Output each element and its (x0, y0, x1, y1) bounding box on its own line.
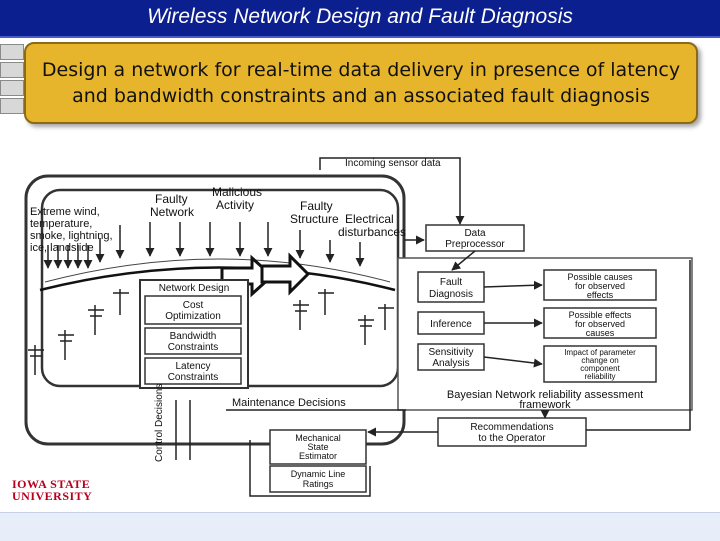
callout-box: Design a network for real-time data deli… (24, 42, 698, 124)
latency-constraints-box (144, 357, 242, 385)
cost-optimization-label: Cost (183, 300, 204, 311)
incoming-sensor-data-label: Incoming sensor data (345, 158, 441, 169)
transmission-line (39, 266, 396, 292)
mechanical-state-label: Estimator (299, 451, 337, 461)
env-arrow-group (43, 222, 365, 269)
mechanical-state-label: Mechanical (295, 433, 341, 443)
data-preprocessor-label: Preprocessor (445, 239, 505, 250)
edge-tab (0, 98, 24, 114)
env-label: ice, landslide (30, 242, 94, 254)
network-design-header: Network Design (159, 283, 230, 294)
left-edge-tabs (0, 44, 24, 116)
control-decisions-label: Control Decisions (154, 384, 165, 462)
electrical-disturbances-label: Electrical (345, 212, 394, 226)
impact-parameter-box (543, 345, 657, 383)
faulty-structure-label: Structure (290, 212, 339, 226)
possible-causes-label: Possible causes (567, 272, 633, 282)
bayesian-framework-label: Bayesian Network reliability assessment (447, 389, 643, 401)
impact-parameter-label: Impact of parameter (564, 348, 636, 357)
fault-diagnosis-label: Fault (440, 277, 462, 288)
impact-parameter-label: change on (581, 356, 618, 365)
logo-line: UNIVERSITY (12, 489, 93, 503)
sensitivity-analysis-label: Analysis (432, 358, 469, 369)
possible-effects-box (543, 307, 657, 339)
env-label: Extreme wind, (30, 206, 100, 218)
electrical-disturbances-label: disturbances (338, 225, 406, 239)
edge-tab (0, 62, 24, 78)
sensitivity-analysis-box (417, 343, 485, 371)
logo-line: IOWA STATE (12, 477, 91, 491)
bandwidth-constraints-label: Constraints (168, 342, 219, 353)
possible-effects-label: Possible effects (569, 310, 632, 320)
output-arrow-group (319, 157, 543, 368)
malicious-activity-label: Activity (216, 198, 254, 212)
recommendations-label: to the Operator (478, 433, 546, 444)
bandwidth-constraints-box (144, 327, 242, 355)
env-label: smoke, lightning, (30, 230, 113, 242)
fault-diagnosis-box (417, 271, 485, 303)
edge-tab (0, 44, 24, 60)
feedback-line-group (175, 260, 691, 497)
env-labels: Extreme wind, temperature, smoke, lightn… (30, 206, 113, 254)
dynamic-line-ratings-label: Dynamic Line (291, 469, 346, 479)
maintenance-decisions-label: Maintenance Decisions (232, 397, 346, 409)
tower-group (28, 289, 394, 375)
latency-constraints-label: Constraints (168, 372, 219, 383)
malicious-activity-label: Malicious (212, 185, 262, 199)
possible-effects-label: causes (586, 328, 615, 338)
bayesian-framework-label: framework (519, 399, 571, 411)
bandwidth-constraints-label: Bandwidth (170, 331, 217, 342)
impact-parameter-label: component (580, 364, 620, 373)
latency-constraints-label: Latency (175, 361, 210, 372)
data-preprocessor-label: Data (464, 228, 486, 239)
recommendations-box (437, 417, 587, 447)
title-bar: Wireless Network Design and Fault Diagno… (0, 0, 720, 38)
callout-text: Design a network for real-time data deli… (41, 59, 681, 107)
dynamic-line-ratings-label: Ratings (303, 479, 334, 489)
faulty-network-label: Network (150, 205, 195, 219)
inference-label: Inference (430, 319, 472, 330)
footer-bar (0, 512, 720, 541)
sensitivity-analysis-label: Sensitivity (428, 347, 473, 358)
env-label: temperature, (30, 218, 92, 230)
impact-parameter-label: reliability (584, 372, 615, 381)
transmission-line (44, 258, 391, 283)
dynamic-line-ratings-box (269, 465, 367, 493)
mechanical-state-box (269, 429, 367, 465)
fault-diagnosis-label: Diagnosis (429, 289, 473, 300)
cost-optimization-box (144, 295, 242, 325)
university-logo: IOWA STATE UNIVERSITY (12, 478, 92, 502)
faulty-structure-label: Faulty (300, 199, 333, 213)
possible-effects-label: for observed (575, 319, 625, 329)
mechanical-state-label: State (307, 442, 328, 452)
faulty-network-label: Faulty (155, 192, 188, 206)
slide-title: Wireless Network Design and Fault Diagno… (147, 5, 573, 28)
recommendations-label: Recommendations (470, 422, 553, 433)
fault-labels: Faulty Network Malicious Activity Faulty… (150, 185, 406, 239)
possible-causes-box (543, 269, 657, 301)
edge-tab (0, 80, 24, 96)
possible-causes-label: effects (587, 290, 614, 300)
cost-optimization-label: Optimization (165, 311, 221, 322)
possible-causes-label: for observed (575, 281, 625, 291)
